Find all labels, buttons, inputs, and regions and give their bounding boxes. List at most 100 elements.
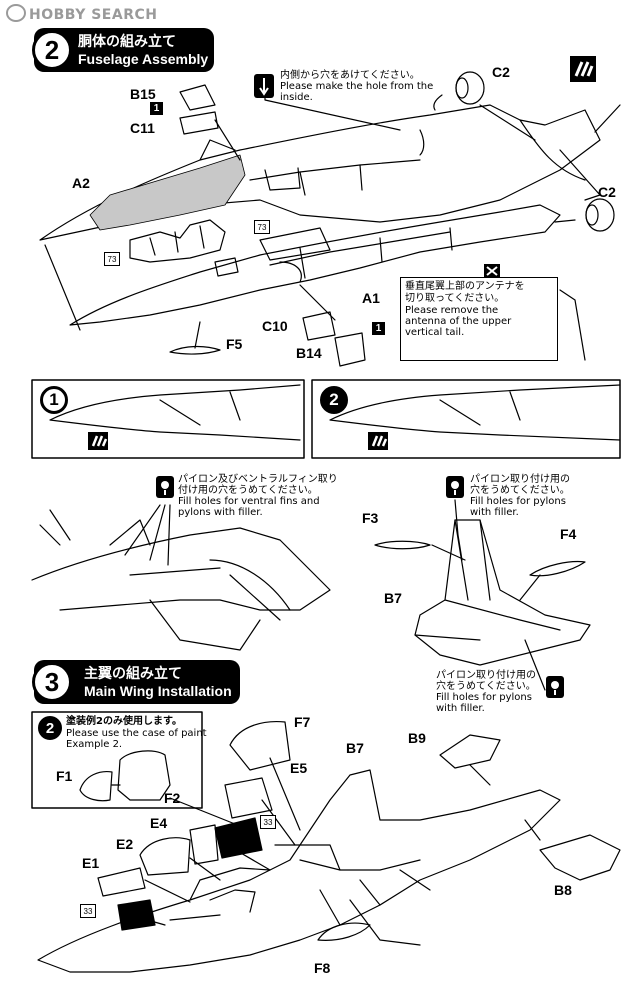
part-33-lower [117,899,156,931]
label-b14: B14 [296,345,322,361]
paint-note-jp: 塗装例2のみ使用します。 [66,716,182,727]
label-f5: F5 [226,336,243,352]
step-3-number: 3 [32,662,72,702]
hole-note-en-2: inside. [280,92,313,103]
drill-hole-icon [254,74,274,98]
label-b7-upper: B7 [384,590,402,606]
watermark-text: HOBBY SEARCH [29,7,158,23]
part-c2-top [433,71,485,111]
main-aircraft [37,769,561,973]
badge-33-b: 33 [80,904,96,918]
part-f7 [229,721,291,771]
label-e1: E1 [82,855,100,871]
antenna-note-jp-1: 垂直尾翼上部のアンテナを [405,281,525,292]
label-a1: A1 [362,290,380,306]
label-c11: C11 [130,120,155,136]
filler-icon-pylon-a [446,476,464,498]
step-2-header: 2 胴体の組み立て Fuselage Assembly [32,28,214,72]
cement-icon-variant-1 [88,432,108,450]
ejection-seats [129,219,239,277]
antenna-note-en-2: antenna of the upper [405,316,512,327]
part-b15 [179,84,216,111]
part-b9 [439,734,501,769]
label-c2-top: C2 [492,64,510,80]
part-c11 [179,111,219,135]
part-f1 [79,770,113,802]
antenna-note-box: 垂直尾翼上部のアンテナを 切り取ってください。 Please remove th… [400,277,558,361]
antenna-note-en-3: vertical tail. [405,327,465,338]
part-f8 [317,922,371,941]
hole-note-jp: 内側から穴をあけてください。 [280,70,420,81]
part-f3 [374,540,431,550]
ventral-note-jp-1: パイロン及びベントラルフィン取り [178,474,338,485]
ventral-note-en-1: Fill holes for ventral fins and [178,496,320,507]
paint-insert-number: 2 [38,716,62,740]
wing-b7-upper [414,519,591,666]
part-f2 [117,750,171,801]
part-33-upper [214,817,263,859]
label-f1: F1 [56,768,73,784]
part-e2 [139,837,191,876]
label-e2: E2 [116,836,134,852]
step-2-title-jp: 胴体の組み立て [78,34,176,50]
part-c10 [302,311,336,341]
shaded-surface [89,154,246,231]
part-e1 [97,867,146,897]
pylon-a-note-en-1: Fill holes for pylons [470,496,566,507]
step-3-title-en: Main Wing Installation [84,683,232,699]
ventral-note-en-2: pylons with filler. [178,507,263,518]
underside-fuselage-view [31,509,331,651]
watermark: HOBBY SEARCH [6,4,157,23]
pylon-b-note-jp-2: 穴をうめてください。 [436,681,536,692]
step-3-header: 3 主翼の組み立て Main Wing Installation [32,660,240,704]
pylon-b-note-jp-1: パイロン取り付け用の [436,670,536,681]
label-f8: F8 [314,960,331,976]
part-b8 [539,834,621,881]
label-a2: A2 [72,175,90,191]
filler-icon [156,476,174,498]
pylon-b-note-en-2: with filler. [436,703,485,714]
label-f3: F3 [362,510,379,526]
fuselage-half-a1 [69,204,561,326]
label-f4: F4 [560,526,577,542]
label-f7: F7 [294,714,311,730]
pylon-a-note-en-2: with filler. [470,507,519,518]
label-e4: E4 [150,815,168,831]
label-b7-lower: B7 [346,740,364,756]
badge-73-b: 73 [254,220,270,234]
part-e5 [224,777,273,819]
pylon-a-note-jp-2: 穴をうめてください。 [470,485,570,496]
cut-icon [484,264,500,278]
filler-icon-pylon-b [546,676,564,698]
label-b15: B15 [130,86,156,102]
cement-icon [570,56,596,82]
pylon-a-note-jp-1: パイロン取り付け用の [470,474,570,485]
badge-33-a: 33 [260,815,276,829]
part-f5 [169,345,221,355]
variant-2-number: 2 [320,386,348,414]
step-2-title-en: Fuselage Assembly [78,51,209,67]
pylon-b-note-en-1: Fill holes for pylons [436,692,532,703]
step-2-number: 2 [32,30,72,70]
variant-1-number: 1 [40,386,68,414]
label-e5: E5 [290,760,308,776]
paint-note-en-1: Please use the case of paint [66,728,207,739]
part-e4 [189,824,219,865]
paint-note-en-2: Example 2. [66,739,123,750]
label-b8: B8 [554,882,572,898]
part-f4 [529,560,586,577]
cement-icon-variant-2 [368,432,388,450]
label-c2-right: C2 [598,184,616,200]
antenna-note-jp-2: 切り取ってください。 [405,293,505,304]
part-b14 [334,332,366,367]
ventral-note-jp-2: 付け用の穴をうめてください。 [178,485,318,496]
antenna-note-en-1: Please remove the [405,305,499,316]
badge-1-b: 1 [372,322,385,335]
part-c2-right [554,198,615,232]
badge-1-a: 1 [150,102,163,115]
badge-73-a: 73 [104,252,120,266]
hole-note-en-1: Please make the hole from the [280,81,434,92]
watermark-logo-icon [6,4,26,22]
label-c10: C10 [262,318,288,334]
